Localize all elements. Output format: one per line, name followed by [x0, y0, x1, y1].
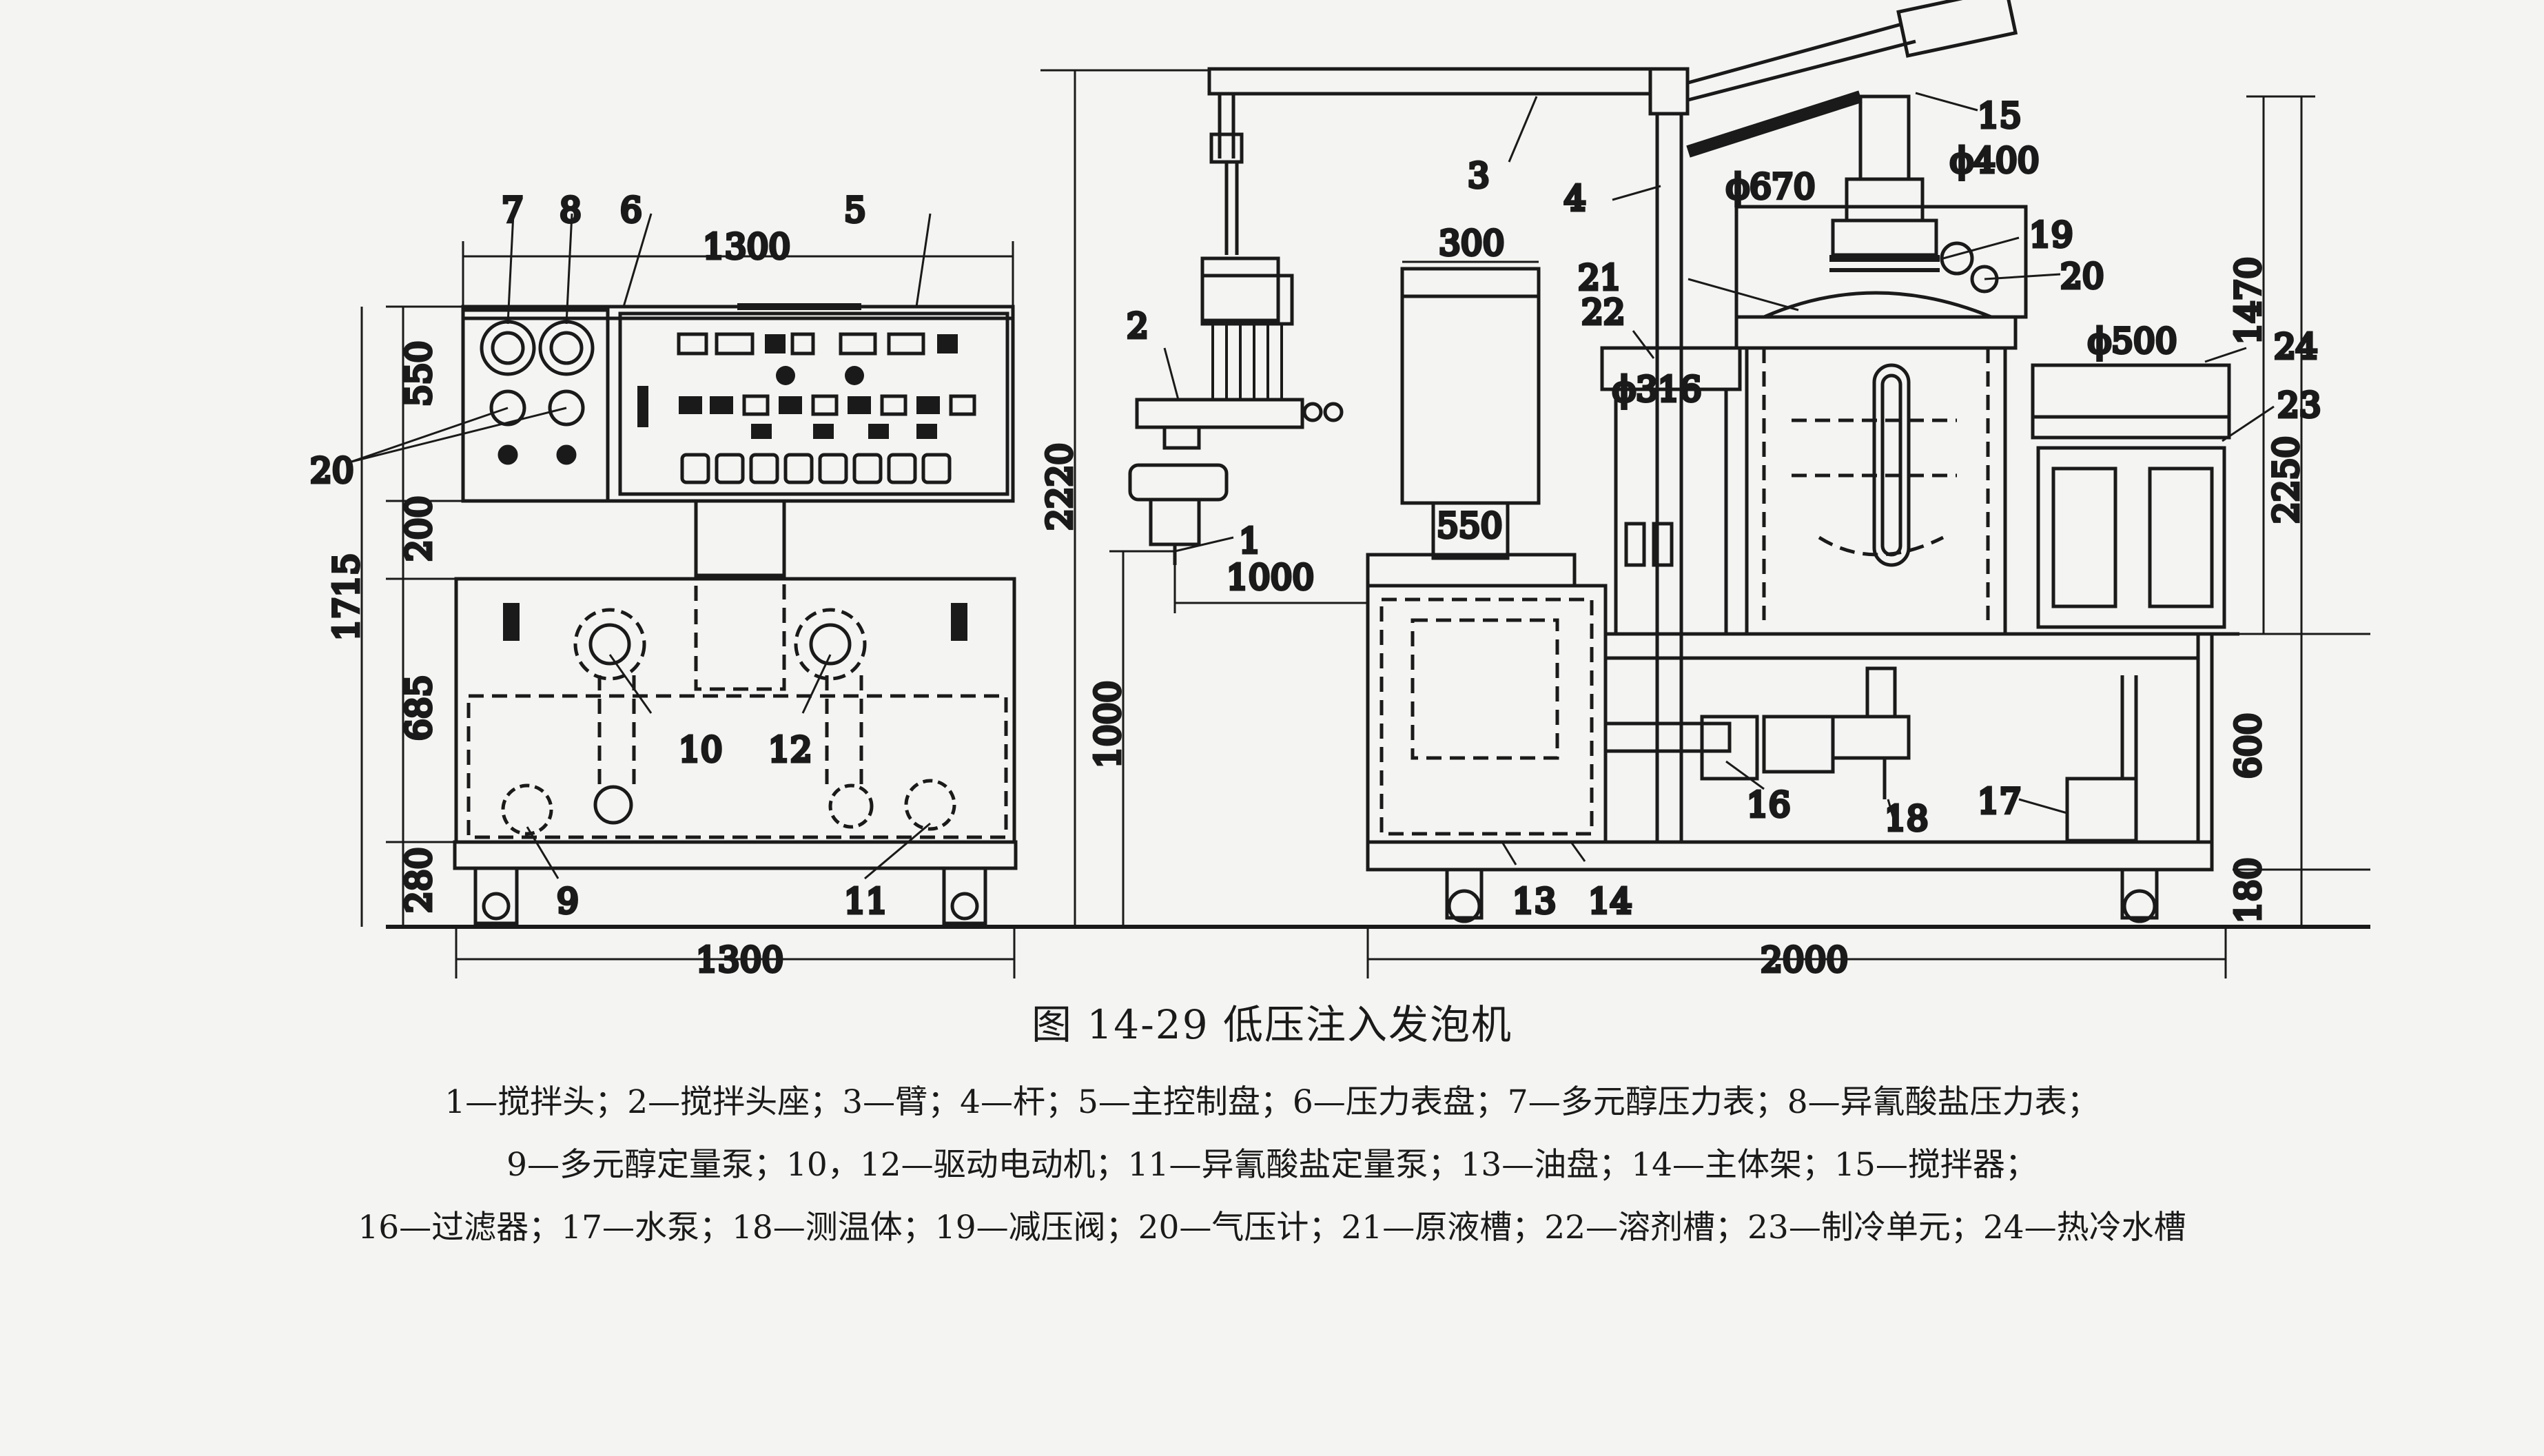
dim-cabinet-height: 685 [399, 675, 439, 741]
polyol-metering-pump [501, 783, 553, 836]
drive-cabinet [454, 577, 1016, 844]
hot-cold-water-tank [2031, 363, 2231, 419]
label-23: 23 [2277, 385, 2321, 425]
label-8: 8 [560, 190, 582, 230]
air-gauge-left [489, 389, 526, 427]
solvent-tank [1600, 346, 1742, 391]
dim-tank-base-width: 550 [1437, 506, 1502, 546]
dim-dia-316: ϕ316 [1612, 369, 1702, 409]
main-frame [1366, 840, 2214, 872]
dim-right-total: 2250 [2266, 436, 2306, 524]
label-4: 4 [1564, 178, 1586, 218]
dim-head-height: 1000 [1088, 681, 1128, 768]
dim-gap-height: 200 [399, 496, 439, 562]
mixing-head [1128, 463, 1229, 502]
dim-panel-height: 550 [399, 341, 439, 407]
isocyanate-metering-pump [904, 779, 956, 831]
filter [1700, 715, 1759, 781]
drive-motor-10 [573, 608, 646, 681]
legend-line-3: 16—过滤器；17—水泵；18—测温体；19—减压阀；20—气压计；21—原液槽… [358, 1209, 2186, 1247]
label-13: 13 [1512, 881, 1557, 921]
refrigeration-unit [2036, 446, 2226, 629]
stirrer-motor [1200, 256, 1280, 322]
label-21: 21 [1578, 258, 1622, 298]
label-14: 14 [1588, 881, 1632, 921]
label-17: 17 [1978, 781, 2022, 821]
oil-pan-box [1366, 584, 1608, 844]
dim-total-left-height: 1715 [327, 553, 367, 641]
dim-main-width: 2000 [1761, 940, 1848, 980]
label-5: 5 [844, 190, 866, 230]
dim-left-top-width: 1300 [703, 227, 790, 267]
label-19: 19 [2029, 215, 2073, 255]
label-20-right: 20 [2060, 256, 2104, 296]
label-24: 24 [2274, 327, 2318, 367]
dim-dia-500: ϕ500 [2088, 321, 2177, 361]
dim-left-bottom-width: 1300 [696, 940, 783, 980]
label-10: 10 [679, 730, 723, 770]
water-pump [2065, 777, 2138, 843]
figure-caption: 图 14-29 低压注入发泡机 [1031, 1001, 1513, 1048]
label-9: 9 [557, 881, 579, 921]
label-1: 1 [1239, 521, 1261, 561]
drive-motor-12 [794, 608, 867, 681]
stirrer [1858, 94, 1911, 181]
label-16: 16 [1747, 785, 1791, 825]
label-7: 7 [502, 190, 524, 230]
dim-overall-height: 2220 [1040, 443, 1080, 531]
label-3: 3 [1468, 156, 1490, 196]
polyol-pressure-gauge [480, 320, 536, 376]
label-18: 18 [1885, 799, 1929, 839]
dim-dia-400: ϕ400 [1950, 141, 2040, 181]
label-2: 2 [1127, 306, 1149, 346]
dim-dia-670: ϕ670 [1726, 167, 1816, 207]
label-22: 22 [1581, 292, 1625, 332]
air-gauge-right [548, 389, 585, 427]
figure-caption-block: 图 14-29 低压注入发泡机 1—搅拌头；2—搅拌头座；3—臂；4—杆；5—主… [0, 992, 2544, 1263]
dim-tank-width: 300 [1439, 223, 1504, 263]
dim-base-height: 280 [399, 848, 439, 913]
arm [1207, 67, 1652, 96]
mixing-head-seat [1135, 398, 1304, 429]
level-gauge [1872, 363, 1911, 567]
label-6: 6 [620, 190, 642, 230]
dim-right-upper: 1470 [2228, 257, 2268, 345]
legend-line-2: 9—多元醇定量泵；10，12—驱动电动机；11—异氰酸盐定量泵；13—油盘；14… [506, 1146, 2038, 1184]
dim-frame-base: 180 [2228, 858, 2268, 923]
foaming-machine-drawing: 1 2 3 4 5 6 7 8 9 10 11 12 13 14 15 16 1… [309, 0, 2370, 982]
pressure-gauge-panel [461, 308, 610, 503]
label-11: 11 [844, 881, 888, 921]
legend-line-1: 1—搅拌头；2—搅拌头座；3—臂；4—杆；5—主控制盘；6—压力表盘；7—多元醇… [444, 1083, 2100, 1121]
label-15: 15 [1978, 96, 2022, 136]
pressure-reducing-valve [1940, 241, 1974, 276]
label-12: 12 [768, 730, 812, 770]
label-20-left: 20 [310, 451, 354, 491]
dim-head-reach: 1000 [1227, 557, 1314, 597]
tank-300 [1400, 294, 1541, 505]
dim-frame-height: 600 [2228, 713, 2268, 779]
isocyanate-pressure-gauge [538, 320, 595, 376]
